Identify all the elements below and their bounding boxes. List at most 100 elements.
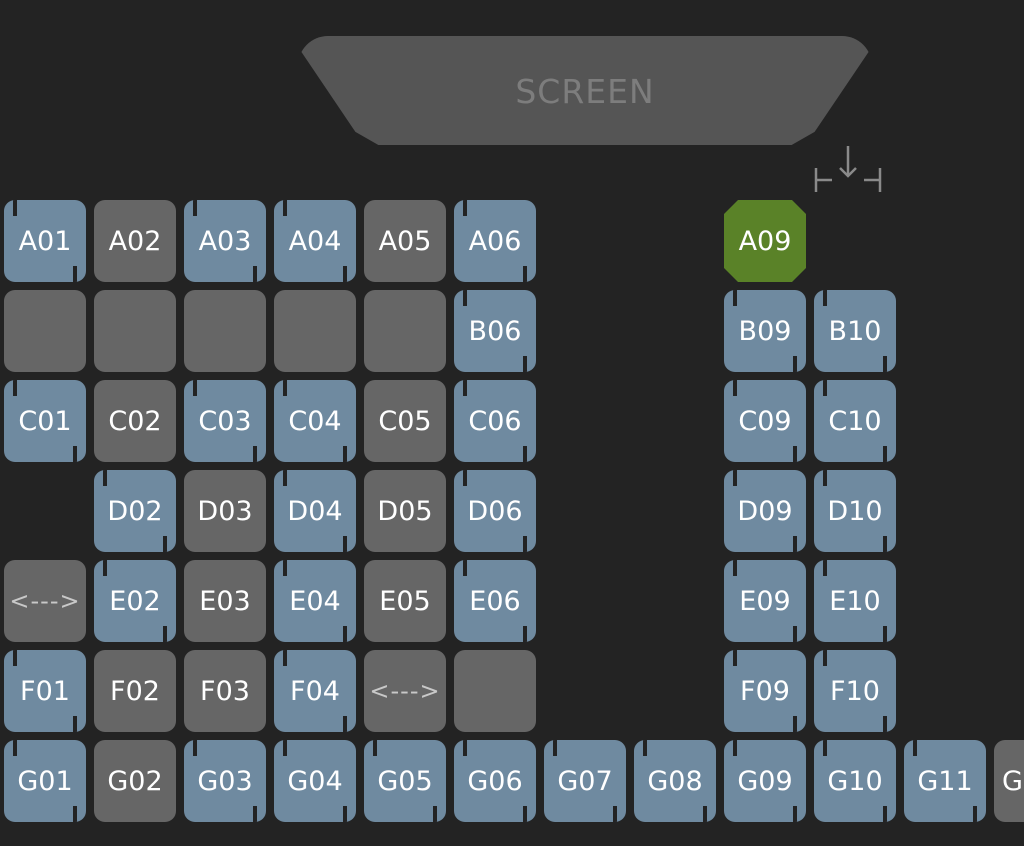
- seat-blank: [94, 290, 176, 372]
- seat-a05[interactable]: A05: [364, 200, 446, 282]
- seat-label: G11: [917, 765, 973, 797]
- seat-blank: [184, 290, 266, 372]
- seat-e04[interactable]: E04: [274, 560, 356, 642]
- seat-g09[interactable]: G09: [724, 740, 806, 822]
- seat-b10[interactable]: B10: [814, 290, 896, 372]
- seat-f02[interactable]: F02: [94, 650, 176, 732]
- seat-blank: [4, 290, 86, 372]
- seat-label: B10: [828, 315, 882, 347]
- seat-label: G10: [827, 765, 883, 797]
- seat-e02[interactable]: E02: [94, 560, 176, 642]
- seat-label: E06: [469, 585, 521, 617]
- seat-label: D06: [467, 495, 523, 527]
- seat-d05[interactable]: D05: [364, 470, 446, 552]
- seat-f09[interactable]: F09: [724, 650, 806, 732]
- seat-label: B09: [738, 315, 792, 347]
- seat-e09[interactable]: E09: [724, 560, 806, 642]
- seat-label: E10: [829, 585, 881, 617]
- seat-f10[interactable]: F10: [814, 650, 896, 732]
- seat-label: D03: [197, 495, 253, 527]
- seat-blank: [274, 290, 356, 372]
- seat-f04[interactable]: F04: [274, 650, 356, 732]
- seat-g10[interactable]: G10: [814, 740, 896, 822]
- seat-g05[interactable]: G05: [364, 740, 446, 822]
- seat-g03[interactable]: G03: [184, 740, 266, 822]
- seat-b06[interactable]: B06: [454, 290, 536, 372]
- seat-g08[interactable]: G08: [634, 740, 716, 822]
- seat-g12-partial[interactable]: G: [994, 740, 1024, 822]
- seat-g04[interactable]: G04: [274, 740, 356, 822]
- seat-d02[interactable]: D02: [94, 470, 176, 552]
- seat-label: D04: [287, 495, 343, 527]
- seat-label: C01: [18, 405, 72, 437]
- seat-label: A04: [288, 225, 342, 257]
- seat-label: G06: [467, 765, 523, 797]
- seat-label: D09: [737, 495, 793, 527]
- pair-arrow-icon: <--->: [9, 587, 81, 615]
- seat-label: G02: [107, 765, 163, 797]
- seat-g06[interactable]: G06: [454, 740, 536, 822]
- seat-label: A01: [18, 225, 72, 257]
- seat-c01[interactable]: C01: [4, 380, 86, 462]
- seat-a01[interactable]: A01: [4, 200, 86, 282]
- seat-f01[interactable]: F01: [4, 650, 86, 732]
- seat-c05[interactable]: C05: [364, 380, 446, 462]
- seat-b09[interactable]: B09: [724, 290, 806, 372]
- pair-arrow-icon: <--->: [369, 677, 441, 705]
- seat-label: A02: [108, 225, 162, 257]
- seat-g11[interactable]: G11: [904, 740, 986, 822]
- seat-d10[interactable]: D10: [814, 470, 896, 552]
- seat-label: A03: [198, 225, 252, 257]
- seat-label: A05: [378, 225, 432, 257]
- seat-e06[interactable]: E06: [454, 560, 536, 642]
- seat-a06[interactable]: A06: [454, 200, 536, 282]
- seat-a02[interactable]: A02: [94, 200, 176, 282]
- seat-label: E03: [199, 585, 251, 617]
- seat-blank: [454, 650, 536, 732]
- screen-indicator: SCREEN: [298, 36, 872, 145]
- seat-g07[interactable]: G07: [544, 740, 626, 822]
- seat-c04[interactable]: C04: [274, 380, 356, 462]
- seat-label: G08: [647, 765, 703, 797]
- seat-label: C10: [828, 405, 882, 437]
- seat-label: D10: [827, 495, 883, 527]
- seat-label: C02: [108, 405, 162, 437]
- seat-pair-connector[interactable]: <--->: [364, 650, 446, 732]
- seat-g01[interactable]: G01: [4, 740, 86, 822]
- seat-a09-selected[interactable]: A09: [724, 200, 806, 282]
- seat-e10[interactable]: E10: [814, 560, 896, 642]
- seat-f03[interactable]: F03: [184, 650, 266, 732]
- seat-label: F01: [20, 675, 70, 707]
- seat-label: G07: [557, 765, 613, 797]
- seat-c06[interactable]: C06: [454, 380, 536, 462]
- seat-label: F02: [110, 675, 160, 707]
- seat-e05[interactable]: E05: [364, 560, 446, 642]
- seat-d03[interactable]: D03: [184, 470, 266, 552]
- seat-a03[interactable]: A03: [184, 200, 266, 282]
- seat-label: E05: [379, 585, 431, 617]
- seat-label: D05: [377, 495, 433, 527]
- seat-label: C03: [198, 405, 252, 437]
- seat-label: A06: [468, 225, 522, 257]
- seat-label: E02: [109, 585, 161, 617]
- seat-g02[interactable]: G02: [94, 740, 176, 822]
- seat-label: D02: [107, 495, 163, 527]
- seat-label: C04: [288, 405, 342, 437]
- seat-label: G01: [17, 765, 73, 797]
- seat-e03[interactable]: E03: [184, 560, 266, 642]
- seat-d06[interactable]: D06: [454, 470, 536, 552]
- screen-label: SCREEN: [515, 72, 655, 111]
- seat-c03[interactable]: C03: [184, 380, 266, 462]
- seat-label: F10: [830, 675, 880, 707]
- seat-a04[interactable]: A04: [274, 200, 356, 282]
- entrance-arrow-icon: [814, 146, 882, 192]
- seat-pair-connector[interactable]: <--->: [4, 560, 86, 642]
- seat-c02[interactable]: C02: [94, 380, 176, 462]
- seat-label: G05: [377, 765, 433, 797]
- seat-label: E04: [289, 585, 341, 617]
- seat-d09[interactable]: D09: [724, 470, 806, 552]
- seat-c10[interactable]: C10: [814, 380, 896, 462]
- seat-label: G03: [197, 765, 253, 797]
- seat-c09[interactable]: C09: [724, 380, 806, 462]
- seat-d04[interactable]: D04: [274, 470, 356, 552]
